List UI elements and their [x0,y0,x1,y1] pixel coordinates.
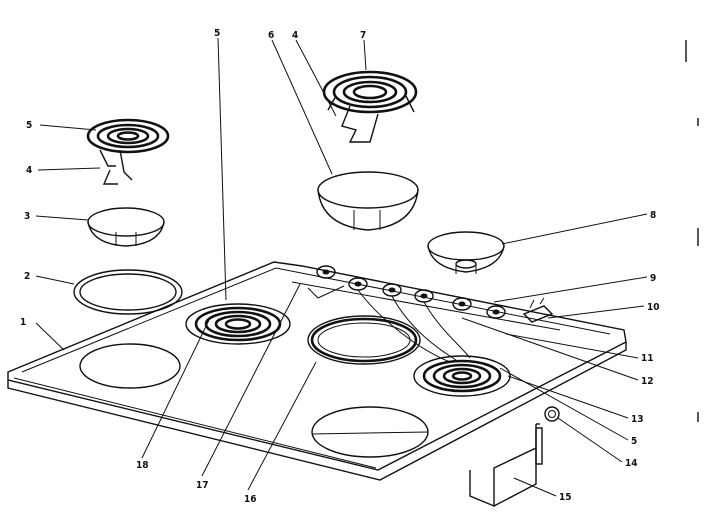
surface-unit-large [322,70,418,143]
right-rear-surface-unit [413,355,511,397]
left-rear-surface-unit [185,303,291,345]
callout-17: 17 [196,480,209,491]
callout-5a: 5 [26,120,32,131]
cooktop-main-top [7,261,627,508]
callout-2: 2 [24,271,30,282]
knob [544,406,560,422]
callout-14: 14 [625,458,638,469]
callout-5b: 5 [214,28,220,39]
callout-18: 18 [136,460,149,471]
callout-5c: 5 [631,436,637,447]
callout-10: 10 [647,302,660,313]
margin-marks [685,40,699,422]
callout-9: 9 [650,273,656,284]
leader-lines [35,37,648,497]
callout-15: 15 [559,492,572,503]
callout-16: 16 [244,494,257,505]
callout-13: 13 [631,414,644,425]
trim-ring [73,269,183,315]
drip-pan-small [87,207,165,247]
control-switches [307,265,554,363]
callout-7: 7 [360,30,366,41]
callout-3: 3 [24,211,30,222]
surface-unit-small [86,118,170,185]
callout-4a: 4 [26,165,32,176]
callout-11: 11 [641,353,654,364]
center-ring-and-pan [307,315,421,365]
callout-6: 6 [268,30,274,41]
callout-numbers: 1 2 3 4 5 5 6 4 7 8 9 10 11 12 13 5 14 1… [20,28,660,505]
callout-1: 1 [20,317,26,328]
callout-4b: 4 [292,30,298,41]
drip-pan-large [317,171,419,231]
drip-pan-right [427,231,505,274]
callout-12: 12 [641,376,654,387]
callout-8: 8 [650,210,656,221]
